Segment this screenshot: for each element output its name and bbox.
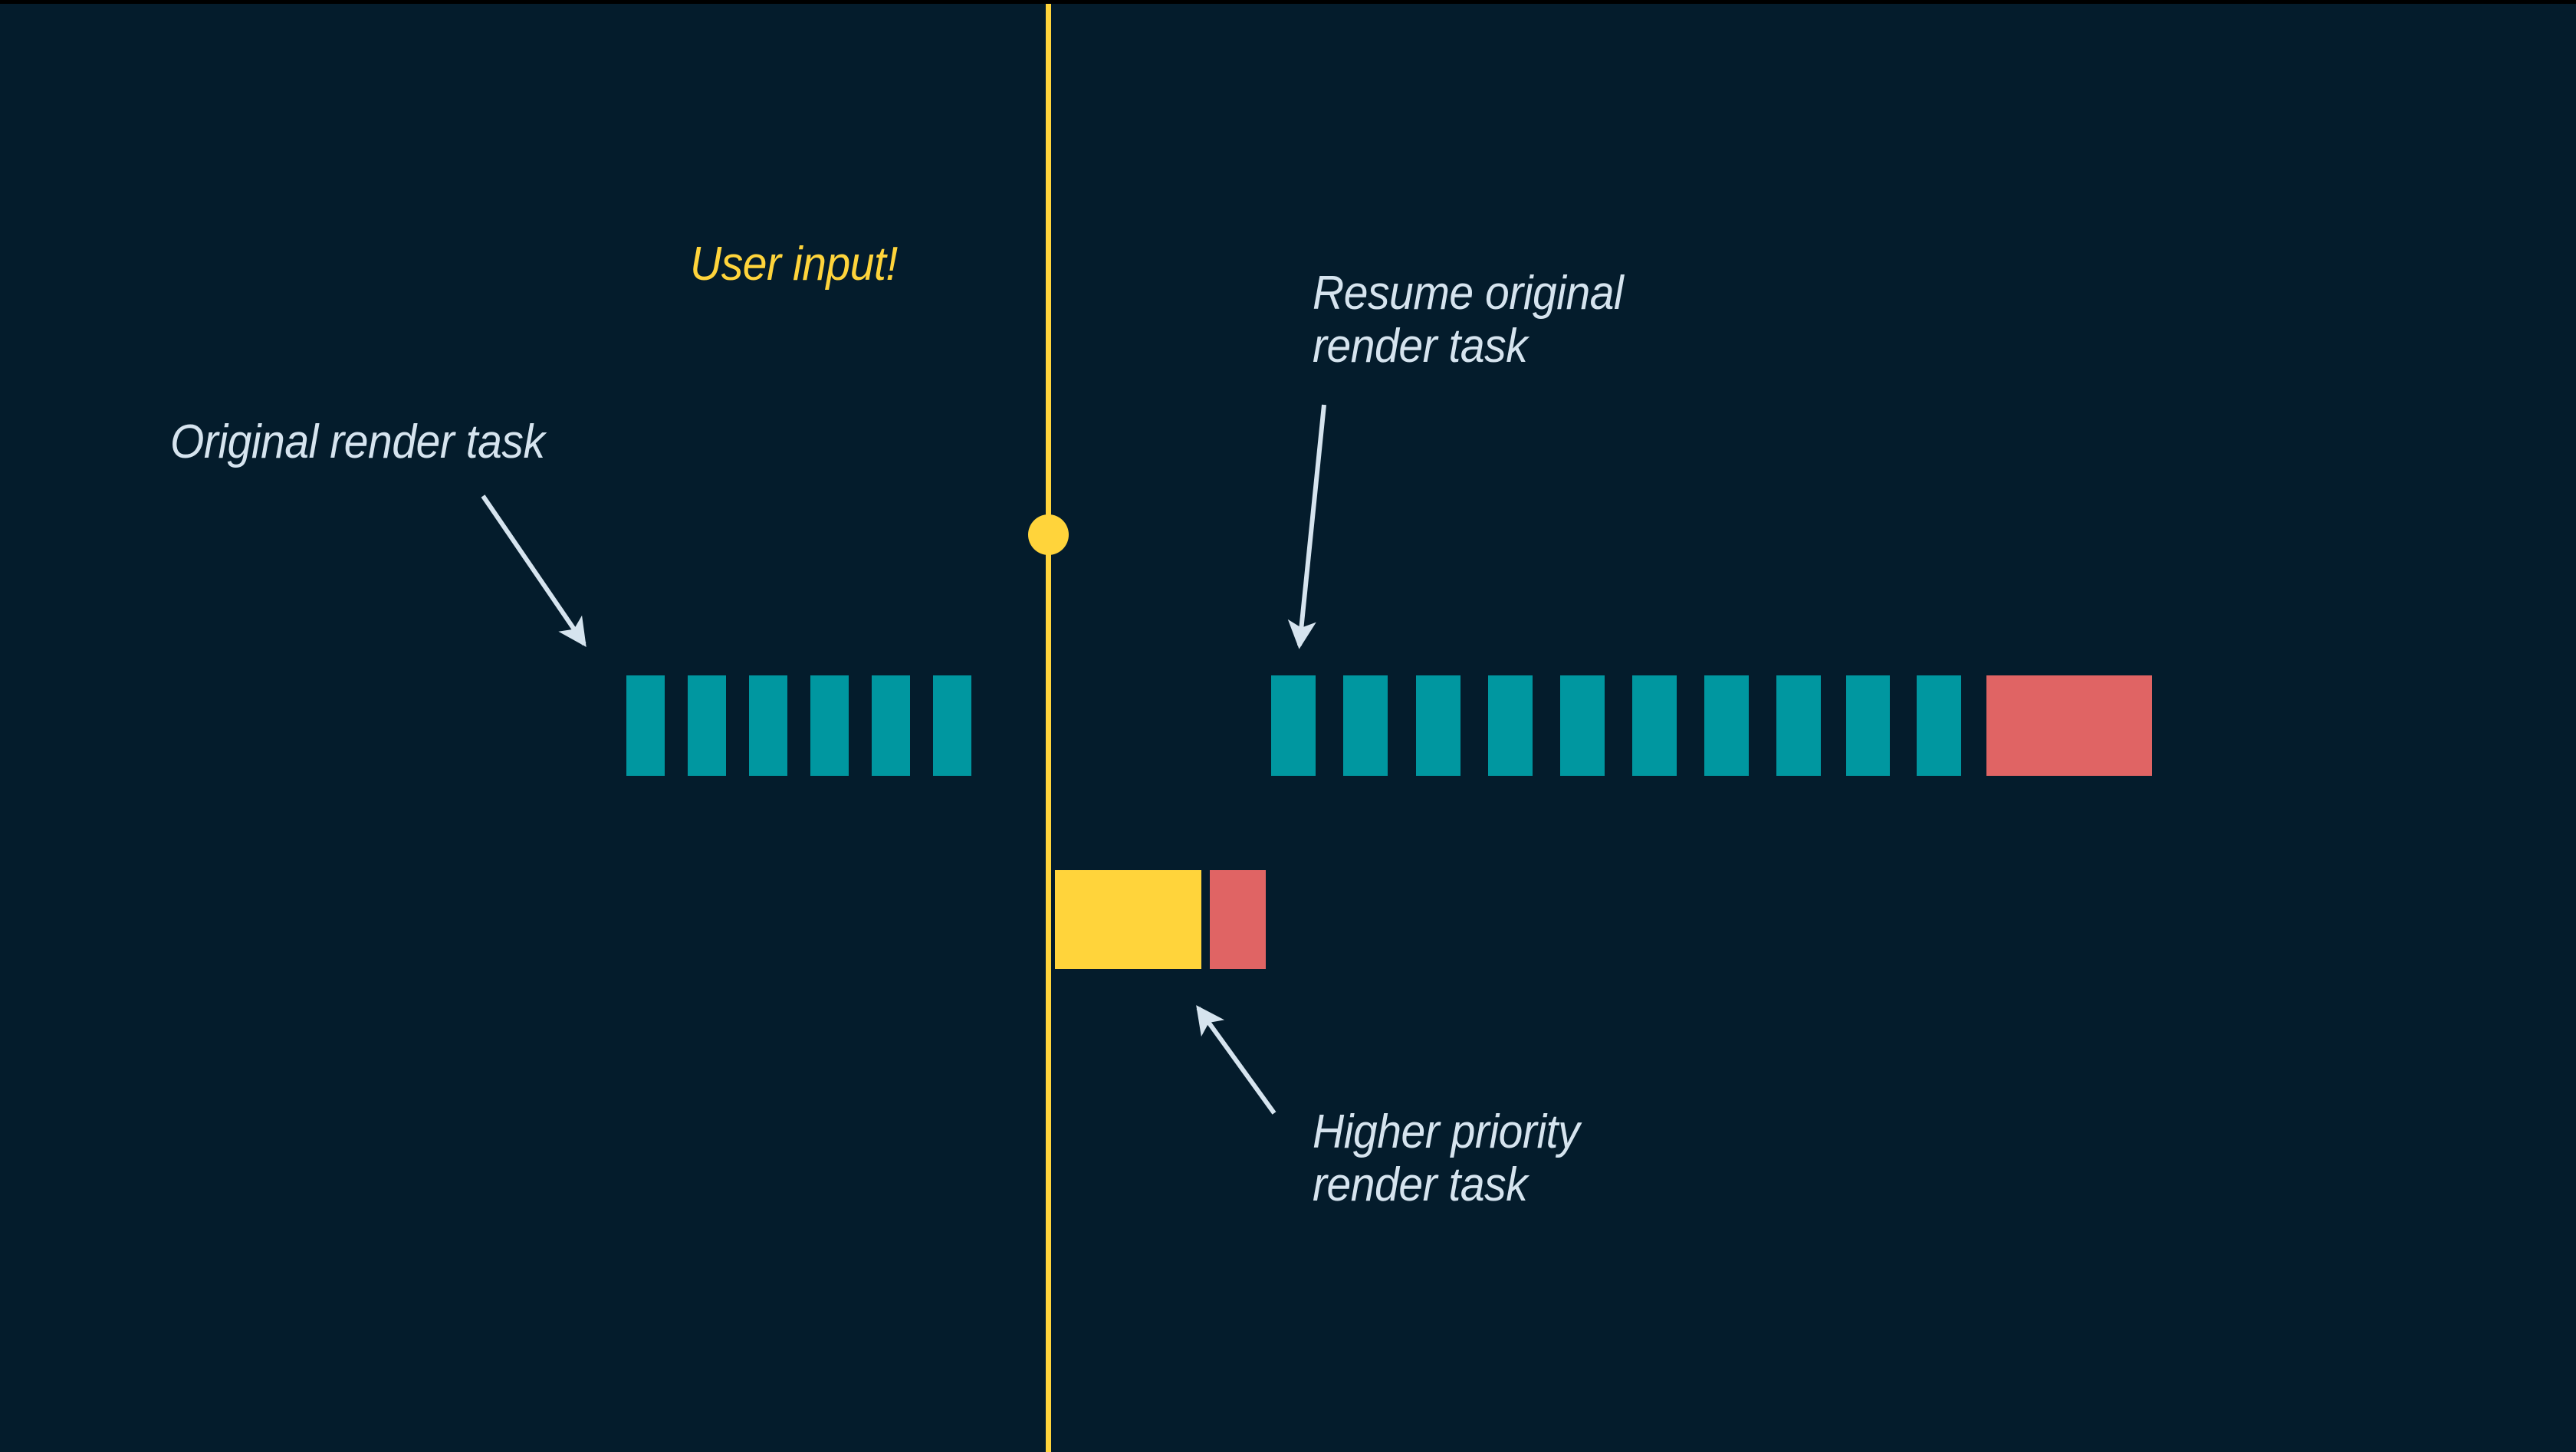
task-bar	[1632, 675, 1677, 776]
task-bar	[1055, 870, 1201, 969]
task-bar	[1271, 675, 1316, 776]
user-input-timeline-line	[1046, 4, 1051, 1452]
task-bar	[1210, 870, 1266, 969]
task-bar	[1846, 675, 1890, 776]
task-bar	[1704, 675, 1749, 776]
task-bar	[1488, 675, 1533, 776]
annotation-arrow	[481, 494, 586, 647]
task-bar	[688, 675, 726, 776]
task-bar	[1917, 675, 1961, 776]
task-bar	[626, 675, 665, 776]
label-original-render-task: Original render task	[170, 416, 545, 468]
task-bar	[1343, 675, 1388, 776]
task-bar	[749, 675, 787, 776]
task-bar	[1986, 675, 2152, 776]
top-edge-strip	[0, 0, 2576, 4]
task-bar	[872, 675, 910, 776]
annotation-arrow	[1196, 1005, 1276, 1115]
task-bar	[1416, 675, 1460, 776]
task-bar	[933, 675, 971, 776]
task-bar	[810, 675, 849, 776]
label-resume-original-render-task: Resume original render task	[1313, 267, 1624, 373]
task-bar	[1776, 675, 1821, 776]
annotation-arrow	[1287, 404, 1326, 649]
task-bar	[1560, 675, 1605, 776]
label-user-input: User input!	[690, 238, 898, 291]
label-higher-priority-render-task: Higher priority render task	[1313, 1105, 1580, 1212]
user-input-event-dot	[1028, 514, 1069, 555]
